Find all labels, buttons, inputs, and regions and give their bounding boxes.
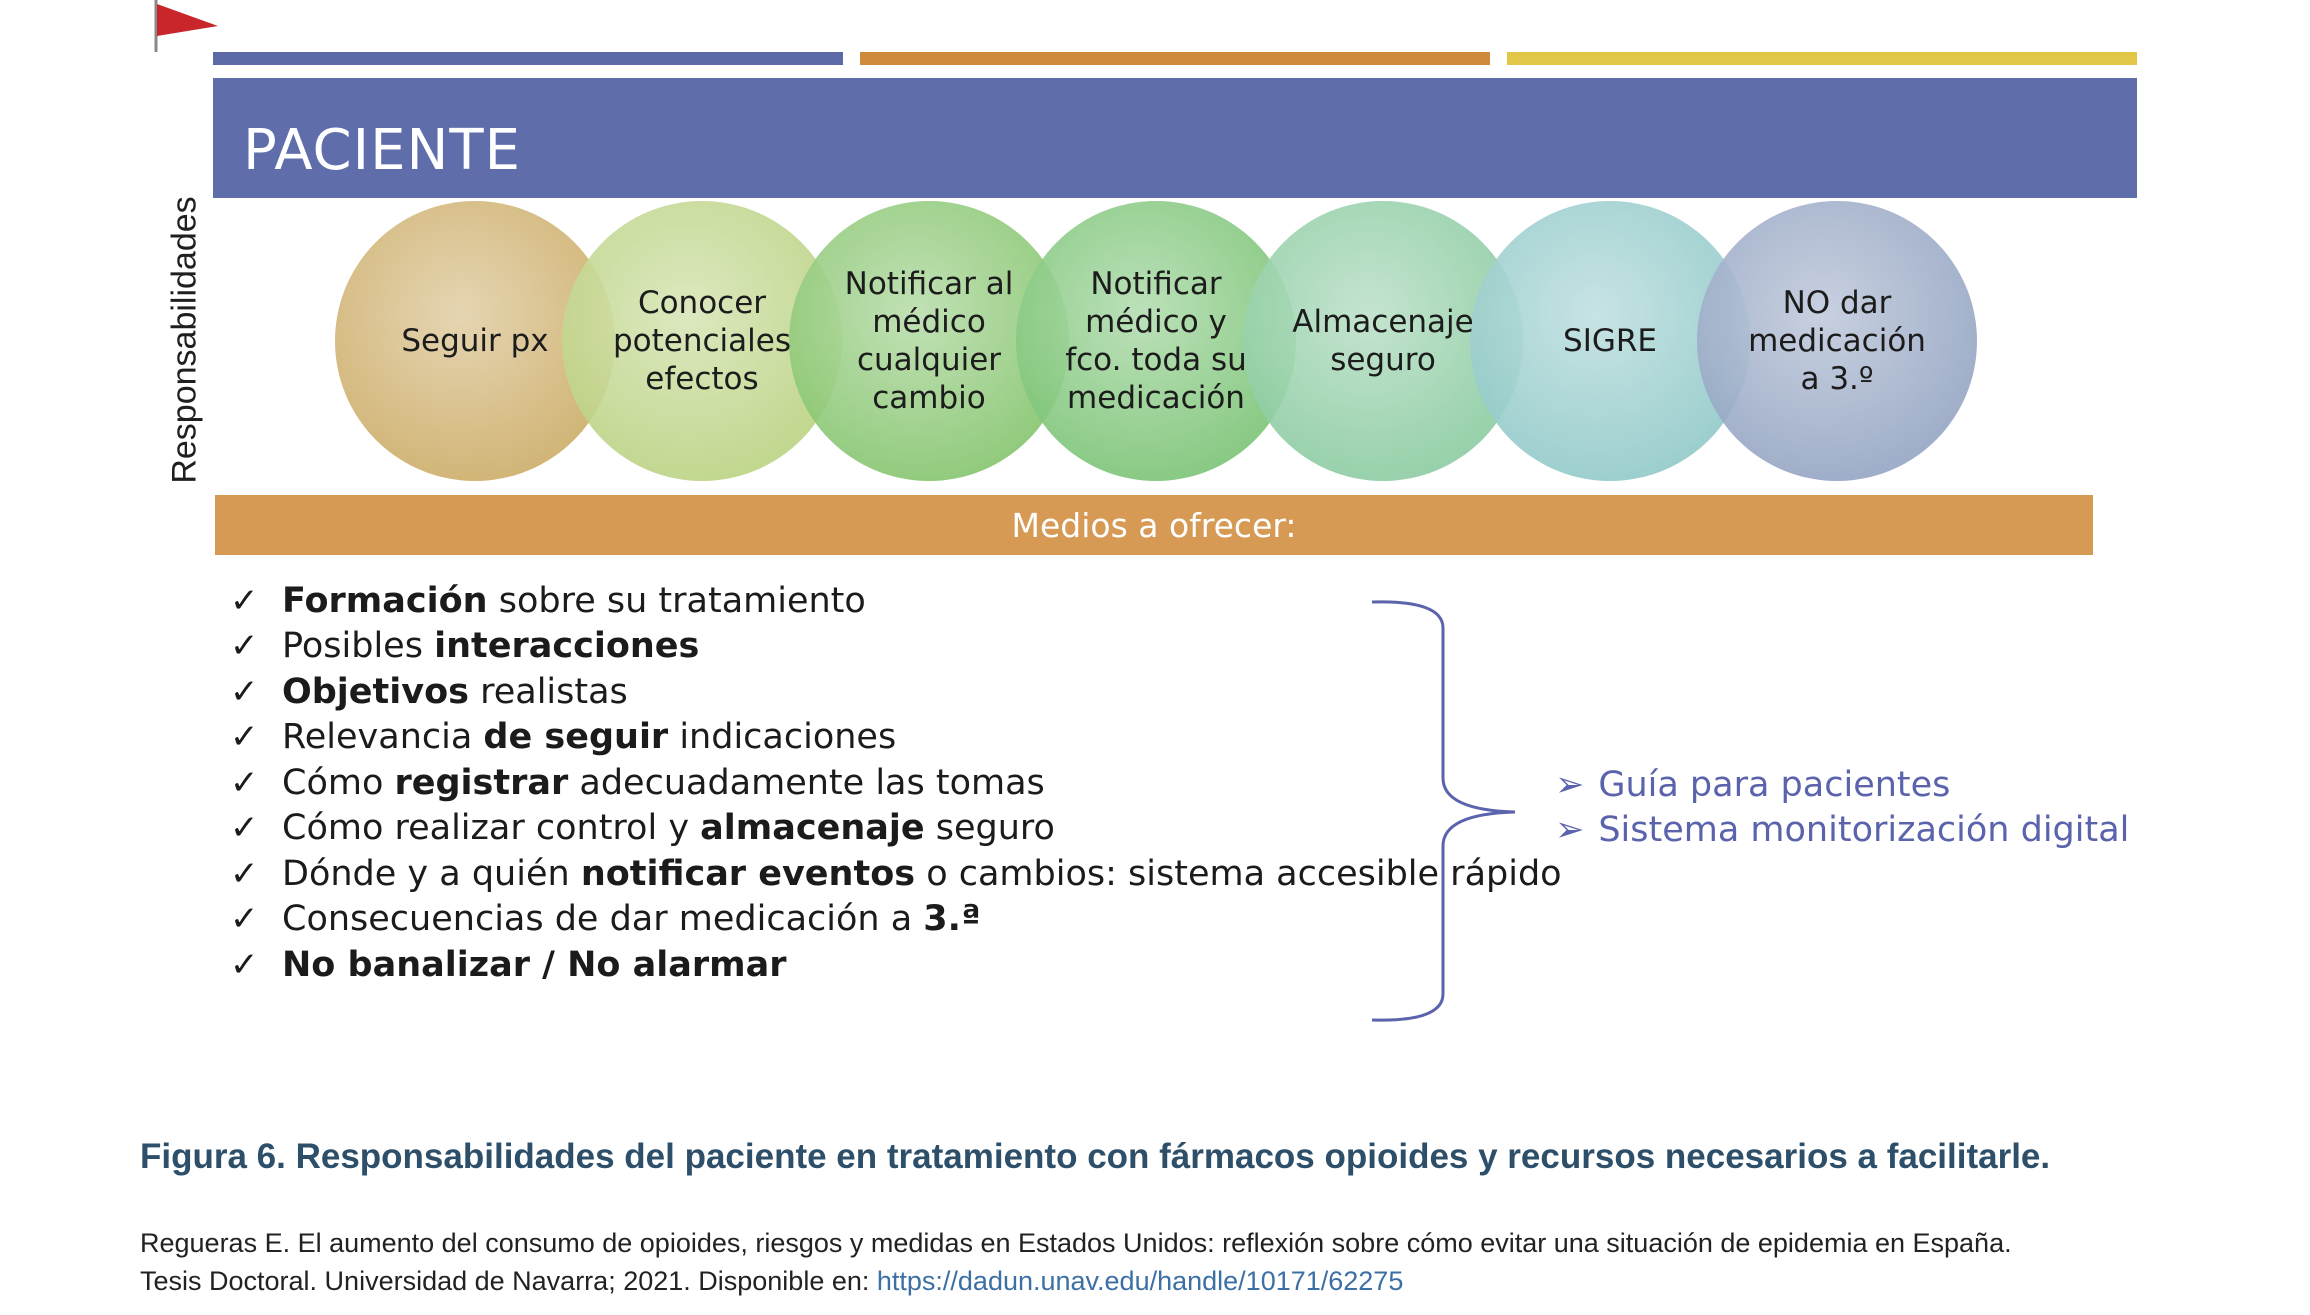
check-icon: ✓ bbox=[230, 717, 259, 758]
circle-highlight bbox=[335, 201, 615, 481]
checklist-bold-text: 3.ª bbox=[923, 899, 981, 940]
checklist-item: ✓ Cómo registrar adecuadamente las tomas bbox=[230, 760, 1562, 806]
top-bar-orange bbox=[860, 52, 1490, 65]
responsibility-label: Notificar médico y fco. toda su medicaci… bbox=[1065, 266, 1247, 416]
checklist-bold-text: de seguir bbox=[483, 717, 669, 758]
checklist-plain-text: realistas bbox=[468, 671, 628, 712]
figure-caption: Figura 6. Responsabilidades del paciente… bbox=[140, 1137, 2051, 1176]
checklist-bold-text: registrar bbox=[394, 762, 569, 803]
checklist-bold-text: almacenaje bbox=[700, 808, 925, 849]
citation-line-1: Regueras E. El aumento del consumo de op… bbox=[140, 1228, 2012, 1258]
medios-bar: Medios a ofrecer: bbox=[215, 495, 2093, 555]
check-icon: ✓ bbox=[230, 580, 259, 621]
checklist-item: ✓ Dónde y a quién notificar eventos o cam… bbox=[230, 851, 1562, 897]
checklist-plain-text: Consecuencias de dar medicación a bbox=[282, 899, 924, 940]
checklist-item: ✓ Cómo realizar control y almacenaje segu… bbox=[230, 806, 1562, 852]
checklist-bold-text: interacciones bbox=[434, 626, 700, 667]
checklist-text: Cómo registrar adecuadamente las tomas bbox=[282, 763, 1045, 803]
check-icon: ✓ bbox=[230, 899, 259, 940]
circle-highlight bbox=[1016, 201, 1296, 481]
check-icon: ✓ bbox=[230, 762, 259, 803]
checklist-text: Consecuencias de dar medicación a 3.ª bbox=[282, 899, 981, 939]
header-title: PACIENTE bbox=[243, 118, 521, 183]
check-icon: ✓ bbox=[230, 944, 259, 985]
top-bar-blue bbox=[213, 52, 843, 65]
checklist-item: ✓ Formación sobre su tratamiento bbox=[230, 578, 1562, 624]
checklist-bold-text: No banalizar / No alarmar bbox=[282, 944, 787, 985]
checklist-item: ✓ Relevancia de seguir indicaciones bbox=[230, 715, 1562, 761]
circle-highlight bbox=[1697, 201, 1977, 481]
citation-text: Tesis Doctoral. Universidad de Navarra; … bbox=[140, 1266, 877, 1296]
checklist-item: ✓ No banalizar / No alarmar bbox=[230, 942, 1562, 988]
checklist-text: Cómo realizar control y almacenaje segur… bbox=[282, 808, 1055, 848]
checklist-item: ✓ Posibles interacciones bbox=[230, 624, 1562, 670]
circle-highlight bbox=[562, 201, 842, 481]
checklist-text: Formación sobre su tratamiento bbox=[282, 581, 866, 621]
check-icon: ✓ bbox=[230, 671, 259, 712]
checklist-plain-text: Cómo realizar control y bbox=[282, 808, 701, 849]
checklist-plain-text: indicaciones bbox=[668, 717, 897, 758]
checklist-bold-text: Objetivos bbox=[282, 671, 469, 712]
check-icon: ✓ bbox=[230, 808, 259, 849]
responsibility-circles: Seguir px Conocer potenciales efectos Noti… bbox=[300, 196, 2000, 496]
medios-label: Medios a ofrecer: bbox=[1011, 505, 1297, 545]
responsibility-label: Seguir px bbox=[401, 323, 549, 359]
checklist-bold-text: notificar eventos bbox=[580, 853, 916, 894]
checklist-item: ✓ Objetivos realistas bbox=[230, 669, 1562, 715]
resources-list: ➢ Guía para pacientes ➢ Sistema monitorizac… bbox=[1555, 765, 2129, 855]
checklist-text: Relevancia de seguir indicaciones bbox=[282, 717, 896, 757]
responsibility-label: NO dar medicación a 3.º bbox=[1748, 285, 1926, 397]
checklist-plain-text: o cambios: sistema accesible rápido bbox=[915, 853, 1562, 894]
responsibility-label: Conocer potenciales efectos bbox=[612, 285, 792, 397]
resource-label: Guía para pacientes bbox=[1598, 765, 1951, 805]
citation-line-2: Tesis Doctoral. Universidad de Navarra; … bbox=[140, 1262, 2012, 1300]
checklist-plain-text: seguro bbox=[924, 808, 1055, 849]
checklist-text: No banalizar / No alarmar bbox=[282, 945, 787, 985]
arrow-bullet-icon: ➢ bbox=[1555, 765, 1585, 805]
checklist-plain-text: Relevancia bbox=[282, 717, 484, 758]
checklist-plain-text: sobre su tratamiento bbox=[487, 580, 866, 621]
header-band: PACIENTE bbox=[213, 78, 2137, 198]
check-icon: ✓ bbox=[230, 853, 259, 894]
checklist-plain-text: adecuadamente las tomas bbox=[568, 762, 1045, 803]
arrow-bullet-icon: ➢ bbox=[1555, 810, 1585, 850]
curly-brace bbox=[1371, 600, 1516, 1022]
checklist-text: Posibles interacciones bbox=[282, 626, 699, 666]
checklist-text: Dónde y a quién notificar eventos o camb… bbox=[282, 854, 1562, 894]
circles-graphic bbox=[335, 201, 1977, 481]
checklist-item: ✓ Consecuencias de dar medicación a 3.ª bbox=[230, 897, 1562, 943]
citation-link[interactable]: https://dadun.unav.edu/handle/10171/6227… bbox=[876, 1266, 1404, 1296]
checklist-plain-text: Cómo bbox=[282, 762, 395, 803]
side-label-text: Responsabilidades bbox=[165, 196, 204, 484]
checklist-plain-text: Dónde y a quién bbox=[282, 853, 581, 894]
resource-item: ➢ Sistema monitorización digital bbox=[1555, 810, 2129, 855]
circle-highlight bbox=[1243, 201, 1523, 481]
responsibility-label: Almacenaje seguro bbox=[1292, 304, 1474, 378]
responsibility-label: SIGRE bbox=[1563, 323, 1657, 359]
check-icon: ✓ bbox=[230, 626, 259, 667]
checklist: ✓ Formación sobre su tratamiento ✓ Posibles… bbox=[230, 578, 1562, 988]
checklist-plain-text: Posibles bbox=[282, 626, 435, 667]
red-flag-icon bbox=[154, 0, 218, 52]
checklist-bold-text: Formación bbox=[282, 580, 488, 621]
resource-item: ➢ Guía para pacientes bbox=[1555, 765, 2129, 810]
top-bar-yellow bbox=[1507, 52, 2137, 65]
circle-highlight bbox=[1470, 201, 1750, 481]
citation: Regueras E. El aumento del consumo de op… bbox=[140, 1224, 2012, 1300]
resource-label: Sistema monitorización digital bbox=[1598, 810, 2130, 850]
circle-highlight bbox=[789, 201, 1069, 481]
checklist-text: Objetivos realistas bbox=[282, 672, 628, 712]
responsibility-label: Notificar al médico cualquier cambio bbox=[844, 266, 1014, 416]
